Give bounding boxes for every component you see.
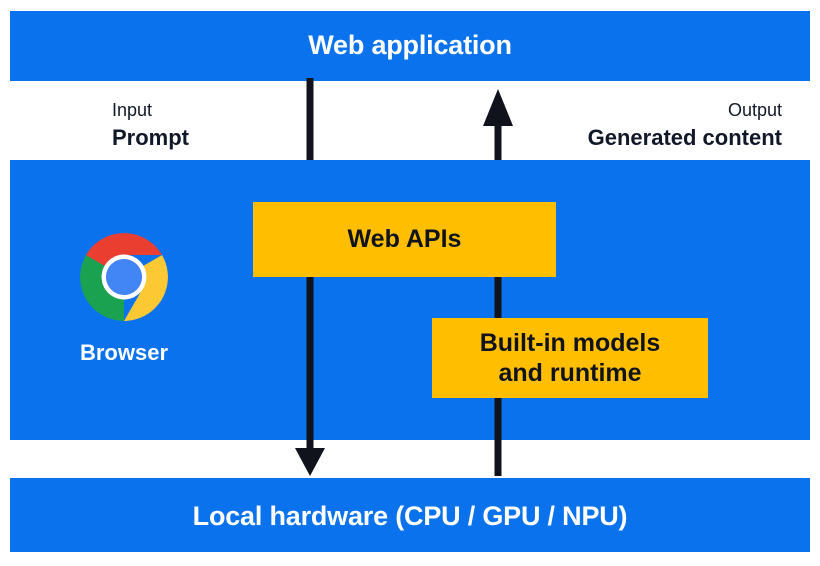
box-built-in-models-line2: and runtime: [498, 359, 642, 387]
flow-label-input: Input Prompt: [112, 100, 189, 151]
arrow-down-icon: [295, 270, 325, 476]
flow-output-value: Generated content: [587, 124, 782, 150]
box-web-apis-label: Web APIs: [347, 225, 462, 254]
band-local-hardware-label: Local hardware (CPU / GPU / NPU): [192, 501, 628, 531]
flow-input-value: Prompt: [112, 124, 189, 150]
box-built-in-models-line1: Built-in models: [479, 328, 661, 357]
flow-input-kicker: Input: [112, 100, 153, 120]
band-web-application-label: Web application: [308, 30, 512, 60]
box-built-in-models[interactable]: Built-in models and runtime: [432, 318, 708, 398]
arrow-up-icon: [483, 89, 513, 206]
chrome-logo-icon: [80, 233, 168, 321]
box-web-apis[interactable]: Web APIs: [253, 202, 556, 277]
band-web-application: Web application: [10, 11, 810, 81]
flow-label-output: Output Generated content: [588, 100, 782, 151]
band-browser-label: Browser: [79, 340, 169, 365]
flow-output-kicker: Output: [727, 100, 782, 120]
band-local-hardware: Local hardware (CPU / GPU / NPU): [10, 478, 810, 552]
box-built-in-models-label: Built-in models and runtime: [480, 328, 661, 389]
